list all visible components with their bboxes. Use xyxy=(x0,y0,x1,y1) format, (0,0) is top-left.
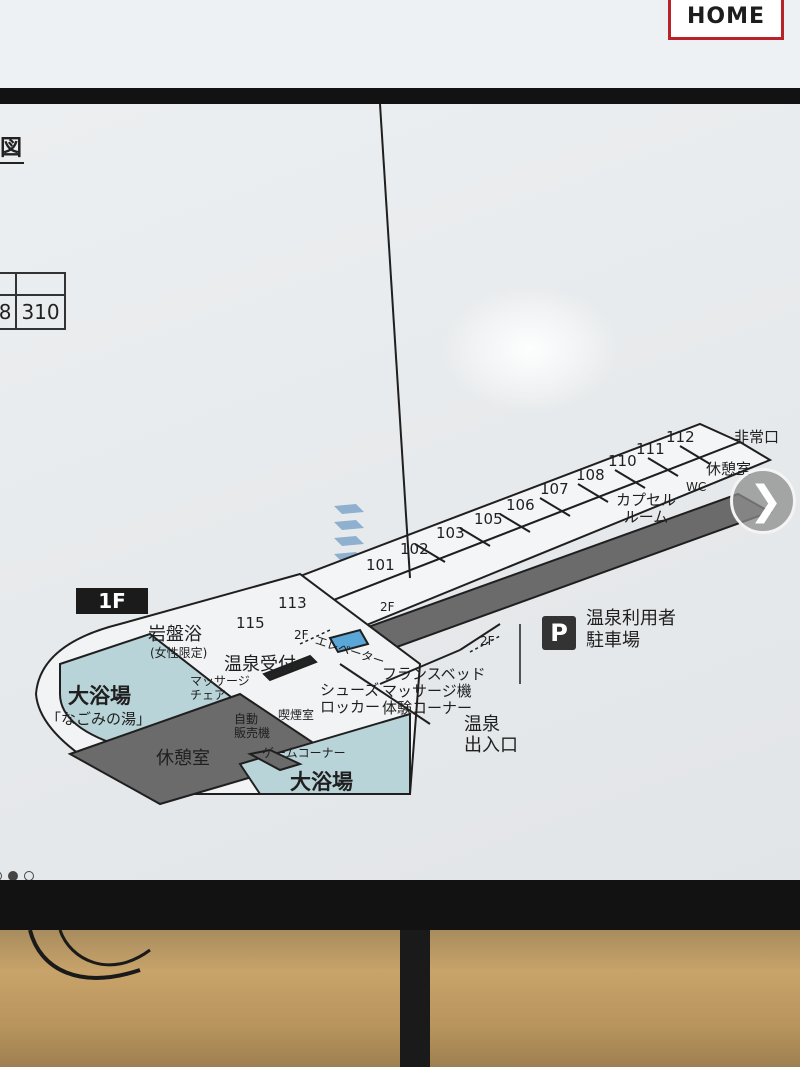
table-cell xyxy=(15,272,66,296)
room-label: 101 xyxy=(366,556,395,574)
stairs-2f-label: 2F xyxy=(294,628,309,642)
room-label: 107 xyxy=(540,480,569,498)
room-label: 106 xyxy=(506,496,535,514)
home-button[interactable]: HOME xyxy=(668,0,784,40)
vending-machine-label: 自動 販売機 xyxy=(234,712,271,740)
wc-label: WC xyxy=(686,480,707,494)
emergency-exit-label: 非常口 xyxy=(734,428,780,446)
parking-label: 温泉利用者 駐車場 xyxy=(586,608,676,651)
room-label: 112 xyxy=(666,428,695,446)
room-label: 105 xyxy=(474,510,503,528)
big-bath-name-label: 「なごみの湯」 xyxy=(46,710,152,728)
room-label: 103 xyxy=(436,524,465,542)
onsen-entrance-label: 温泉 出入口 xyxy=(464,714,518,756)
monitor-stand xyxy=(400,930,430,1067)
room-label: 111 xyxy=(636,440,665,458)
ground-floor-body xyxy=(34,572,501,806)
iwaban-label: 岩盤浴 xyxy=(148,624,202,645)
upper-floor-room-table: 08310 xyxy=(0,272,66,330)
carousel-dot[interactable] xyxy=(8,871,18,880)
chevron-right-icon: ❯ xyxy=(749,478,783,524)
route-arrows xyxy=(299,624,521,684)
game-corner-label: ゲームコーナー xyxy=(262,746,346,760)
room-label: 102 xyxy=(400,540,429,558)
smoking-room-label: 喫煙室 xyxy=(278,708,315,722)
iwaban-note-label: (女性限定) xyxy=(150,646,208,660)
onsen-reception-label: 温泉受付 xyxy=(224,654,296,675)
table-cell: 08 xyxy=(0,294,18,330)
top-page-strip xyxy=(0,0,800,88)
france-bed-label: フランスベッド マッサージ機 体験コーナー xyxy=(382,665,486,717)
carousel-dot[interactable] xyxy=(24,871,34,880)
room-wing xyxy=(229,104,773,646)
floor-map xyxy=(34,104,773,806)
monitor-screen: 図 08310 1F xyxy=(0,104,800,880)
capsule-room-label: カプセル ルーム xyxy=(615,491,676,526)
shoes-locker-label: シューズ ロッカー xyxy=(320,681,381,716)
rest-room-west-label: 休憩室 xyxy=(156,748,210,769)
carousel-dot[interactable] xyxy=(0,871,2,880)
page-heading: 図 xyxy=(0,130,25,164)
room-label: 115 xyxy=(236,614,265,632)
room-label: 108 xyxy=(576,466,605,484)
carousel-dots xyxy=(0,866,40,880)
massage-chair-label: マッサージ チェア xyxy=(190,674,250,702)
big-bath-label: 大浴場 xyxy=(290,770,353,794)
table-cell xyxy=(0,272,18,296)
carousel-next-button[interactable]: ❯ xyxy=(730,468,796,534)
table-cell: 310 xyxy=(15,294,66,330)
screen-glare xyxy=(440,284,620,414)
room-label: 113 xyxy=(278,594,307,612)
floor-label: 1F xyxy=(76,588,148,614)
big-bath-label: 大浴場 xyxy=(68,684,131,708)
stairs-2f-label: 2F xyxy=(480,634,495,648)
cables xyxy=(28,930,151,980)
parking-icon: P xyxy=(542,616,576,650)
room-label: 110 xyxy=(608,452,637,470)
stairs-2f-label: 2F xyxy=(380,600,395,614)
rest-room-east-label: 休憩室 xyxy=(706,460,752,478)
